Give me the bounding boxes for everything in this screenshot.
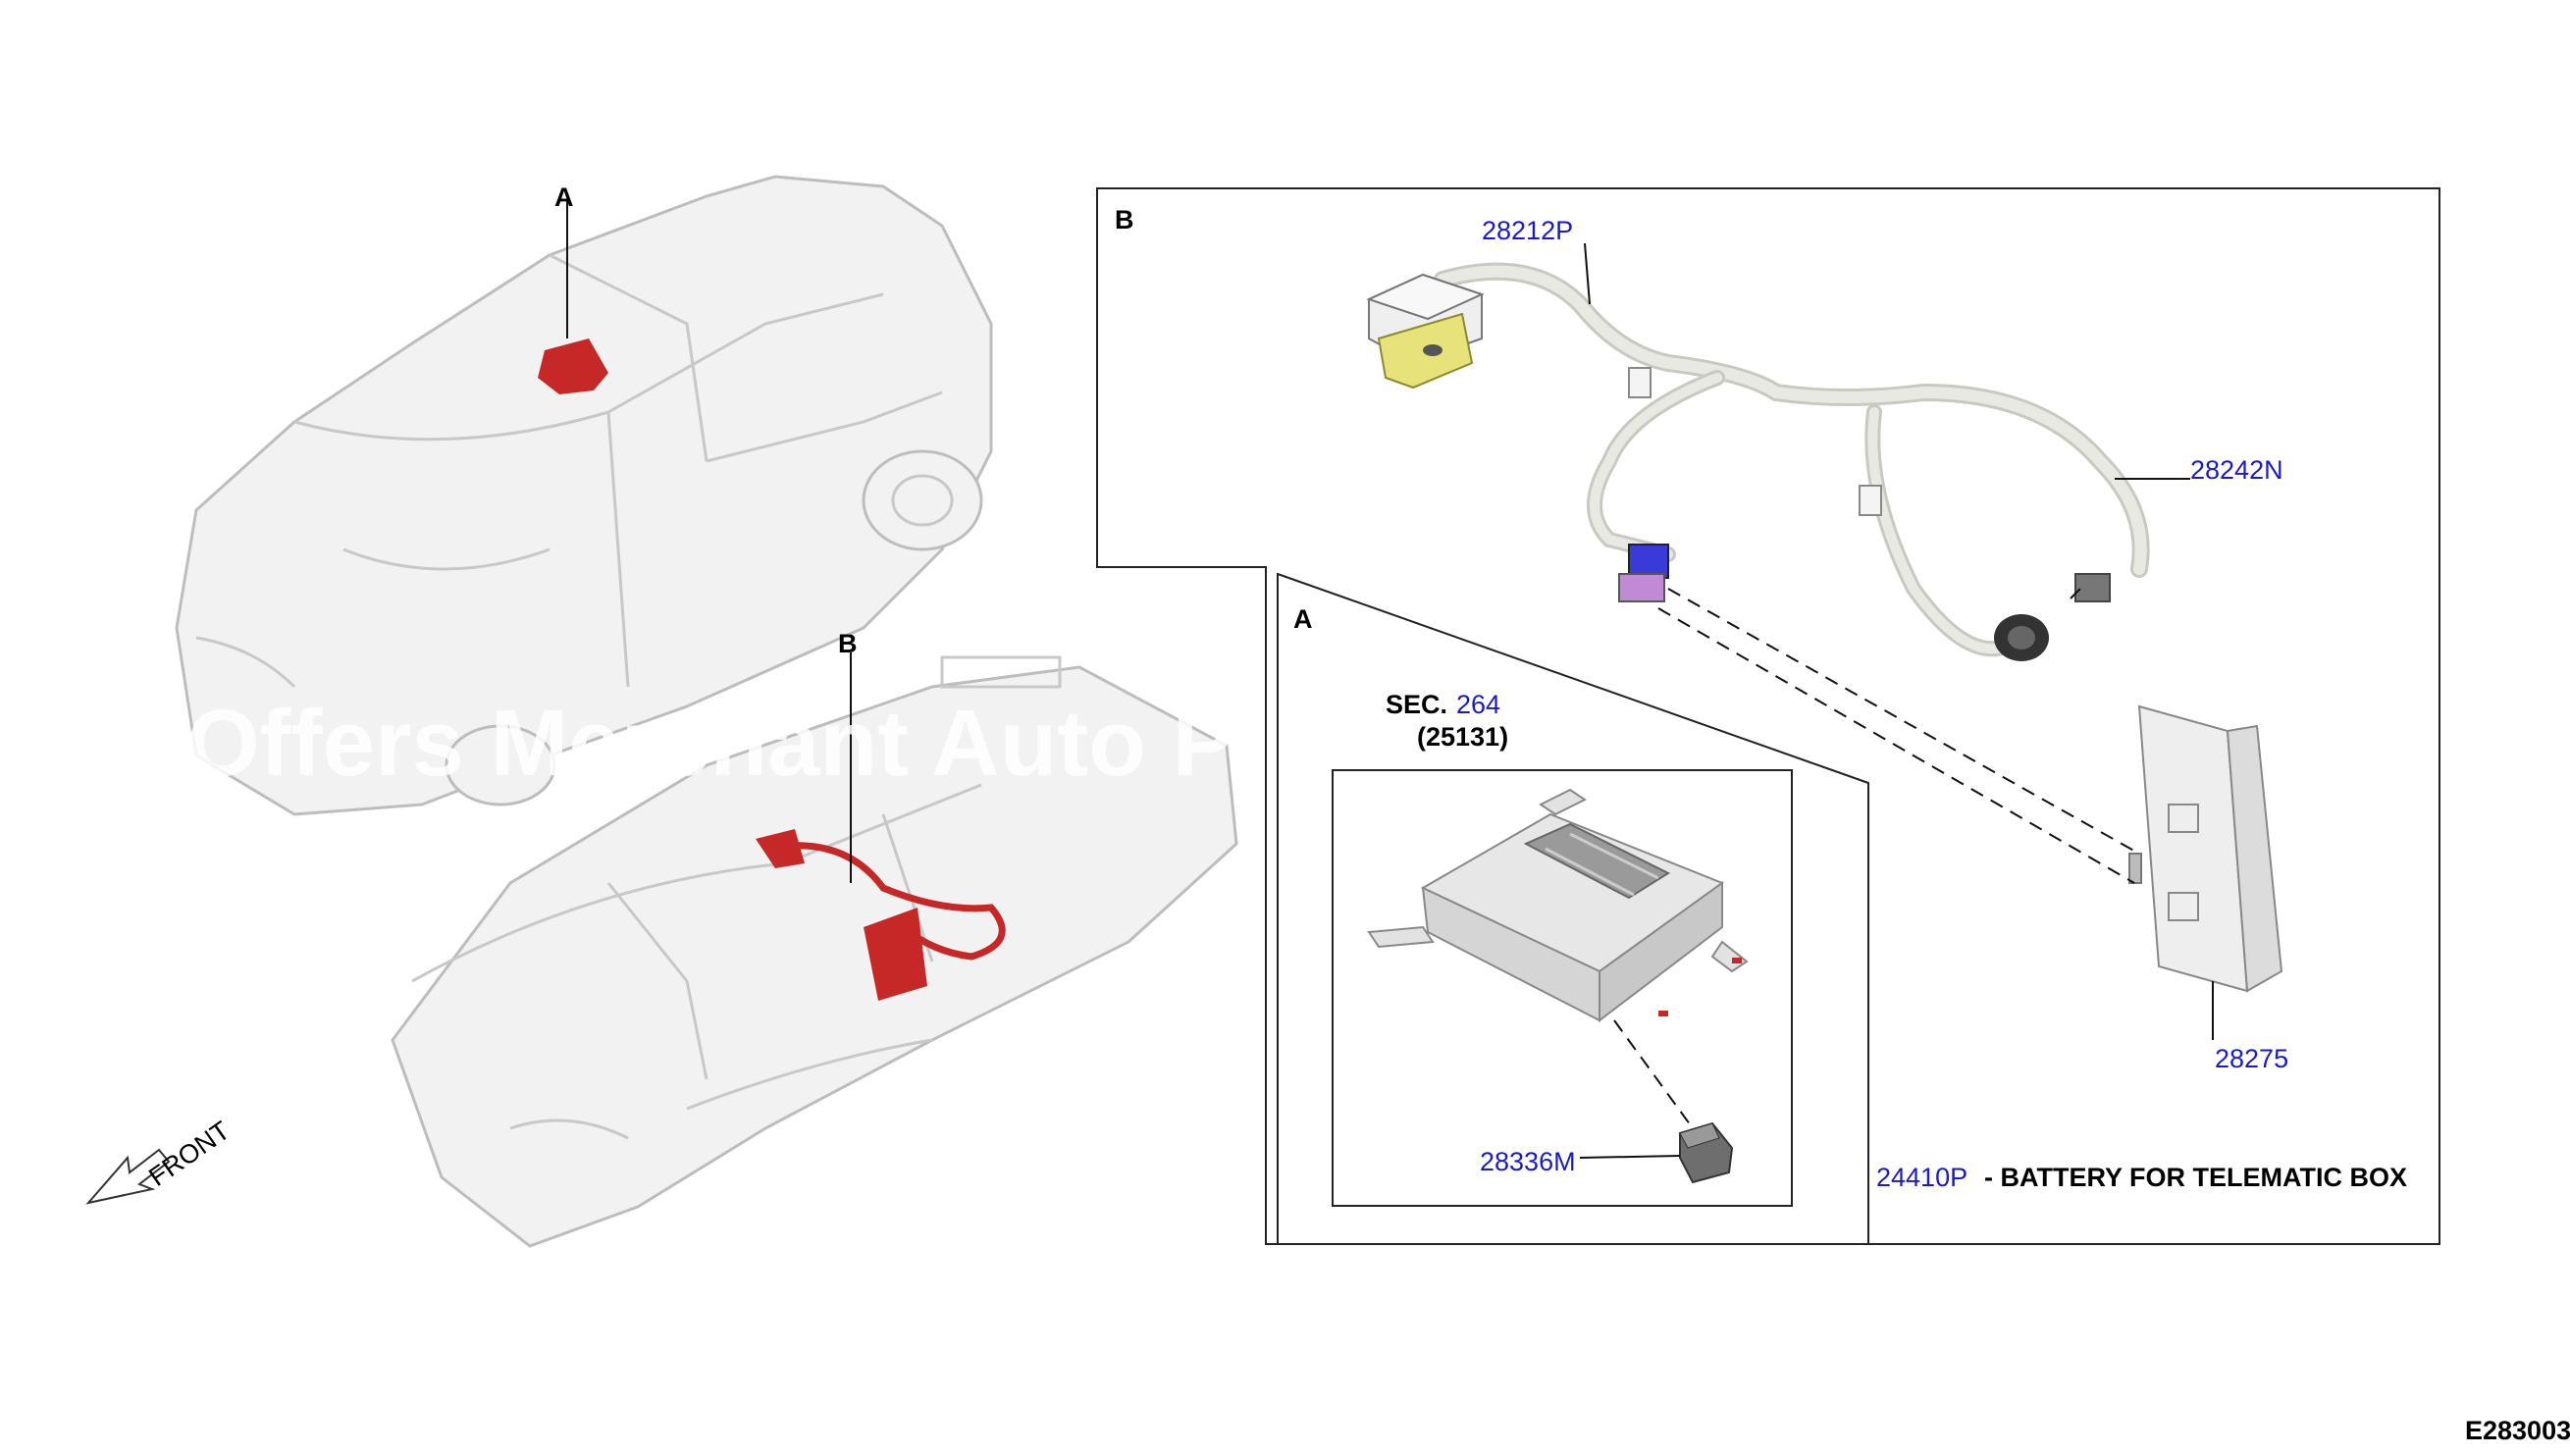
vehicle-illustration: A: [175, 175, 993, 816]
callout-b-vehicle: B: [838, 629, 858, 658]
part-number-28275[interactable]: 28275: [2215, 1044, 2288, 1073]
box-a-label: A: [1293, 604, 1313, 634]
drawing-code: E283003A: [2465, 1416, 2570, 1445]
instrument-panel-illustration: B: [391, 629, 1238, 1248]
battery-description: - BATTERY FOR TELEMATIC BOX: [1984, 1163, 2407, 1192]
detail-frame-b: [1096, 187, 2440, 1245]
front-label: FRONT: [143, 1116, 235, 1192]
connector-blue: [1618, 544, 1669, 602]
control-unit-assembly: [1367, 788, 1749, 1023]
callout-a-vehicle: A: [554, 182, 574, 212]
part-number-28336m[interactable]: 28336M: [1480, 1147, 1576, 1176]
telematics-box-28275: [2128, 704, 2283, 993]
inner-detail-frame: [1332, 769, 1793, 1207]
front-direction-indicator: FRONT: [85, 1116, 236, 1205]
detail-frame-a: [1277, 572, 1869, 1245]
harness-28242n: [1434, 262, 2150, 661]
section-prefix: SEC.: [1386, 690, 1447, 719]
round-connector-icon: [1994, 614, 2049, 661]
battery-note: 24410P - BATTERY FOR TELEMATIC BOX: [1876, 1163, 2407, 1192]
module-28212p: [1366, 273, 1485, 390]
connector-28336m: [1679, 1121, 1734, 1184]
front-arrow-icon: [85, 1148, 171, 1205]
watermark-text: Offers Merchant Auto Parts ... RE.: [186, 691, 1696, 796]
part-number-24410p[interactable]: 24410P: [1876, 1163, 1967, 1192]
part-number-28212p[interactable]: 28212P: [1482, 216, 1573, 245]
highlight-region-a: [538, 338, 608, 394]
section-reference: SEC. 264 (25131): [1386, 690, 1508, 752]
section-number[interactable]: 264: [1456, 690, 1500, 719]
box-b-label: B: [1115, 205, 1134, 234]
part-number-28242n[interactable]: 28242N: [2190, 455, 2283, 485]
section-sub: (25131): [1417, 722, 1508, 752]
